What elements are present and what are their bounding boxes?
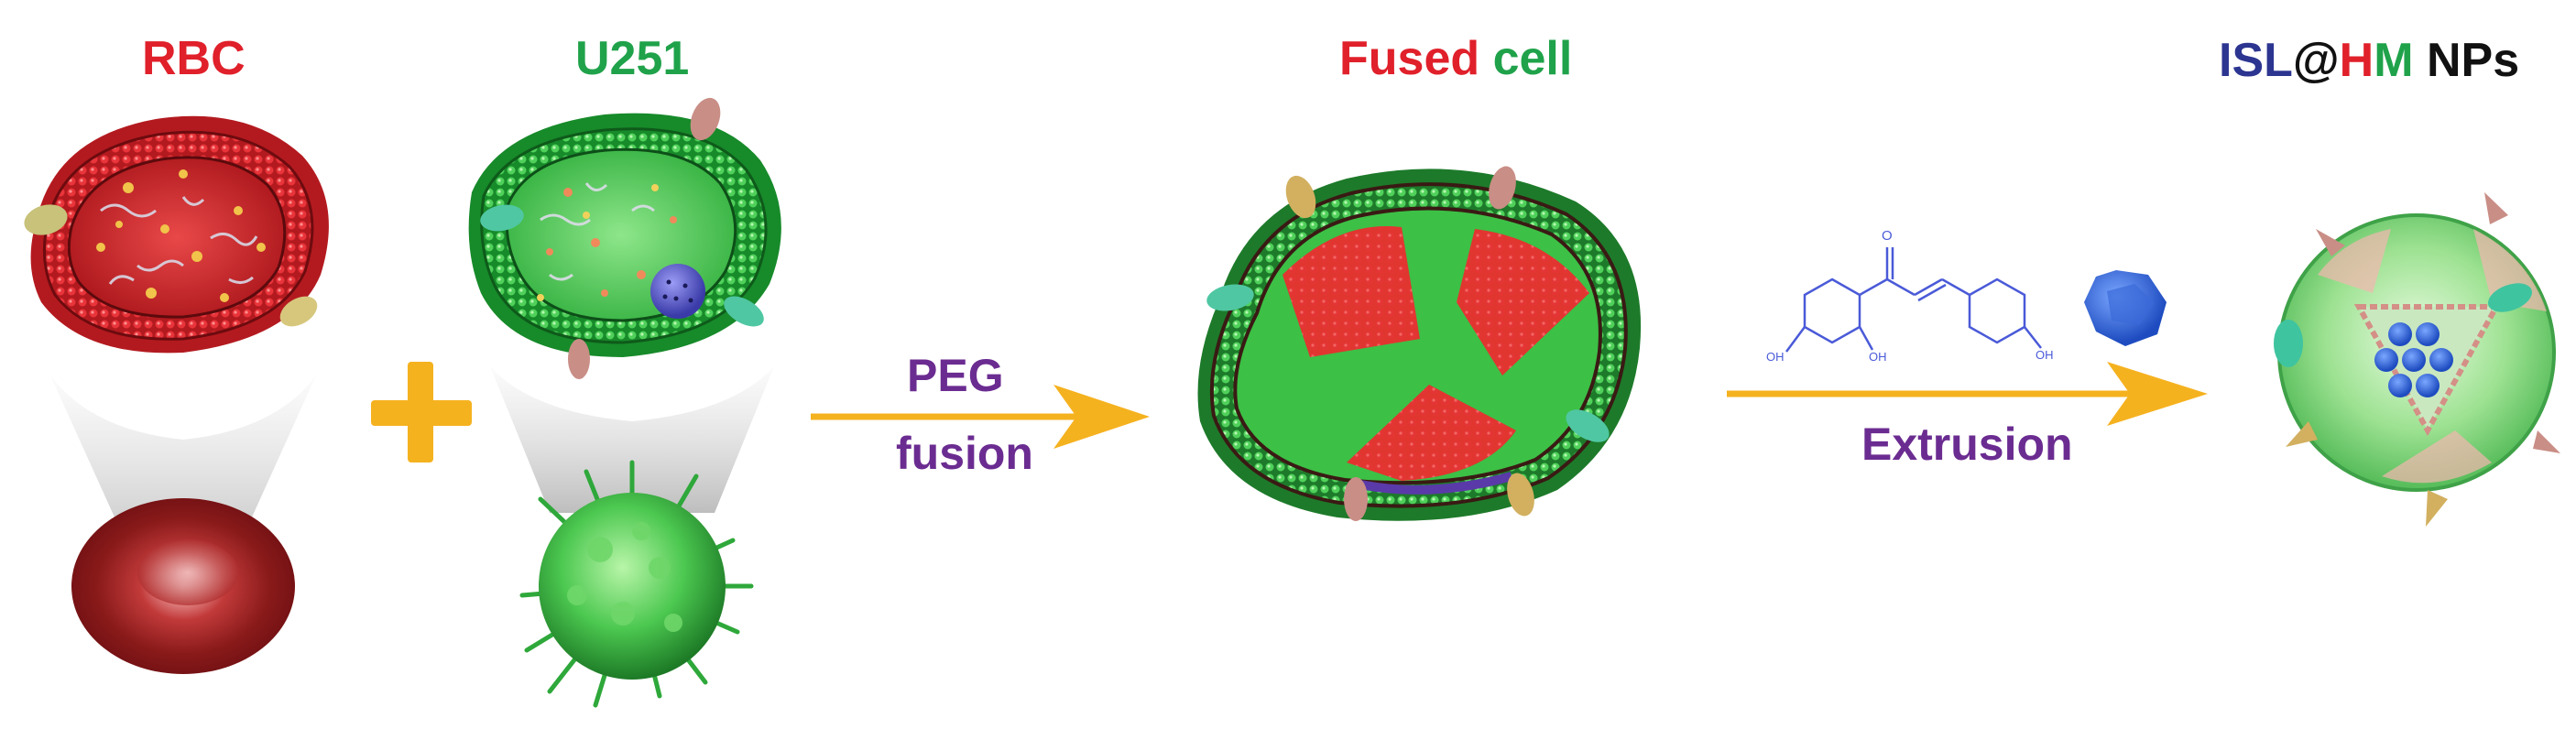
extrusion-arrow xyxy=(1727,362,2208,426)
u251-cancer-cell xyxy=(519,460,754,708)
molecule-oh-right: OH xyxy=(2036,348,2054,362)
rbc-membrane-section xyxy=(24,115,329,354)
nucleus xyxy=(650,264,705,319)
molecule-oh-middle: OH xyxy=(1869,350,1887,364)
rbc-disc xyxy=(71,498,295,674)
step-fusion: fusion xyxy=(896,428,1033,479)
step-peg: PEG xyxy=(907,350,1004,401)
label-m: M xyxy=(2374,34,2414,87)
label-nps: NPs xyxy=(2426,34,2520,87)
label-at: @ xyxy=(2292,34,2340,87)
step-extrusion: Extrusion xyxy=(1861,419,2073,470)
label-fused-word: Fused xyxy=(1339,32,1480,85)
u251-membrane-section xyxy=(468,97,781,379)
label-u251: U251 xyxy=(575,32,690,85)
u251-zoom-cone xyxy=(490,366,774,513)
molecule-o-label: O xyxy=(1882,228,1893,244)
label-fused-cell: Fused cell xyxy=(1339,35,1572,82)
label-isl: ISL xyxy=(2219,34,2293,87)
fused-cell xyxy=(1197,166,1642,521)
isl-molecule xyxy=(1785,247,2042,353)
label-isl-hm-nps: ISL@HM NPs xyxy=(2219,37,2519,84)
label-h: H xyxy=(2339,34,2374,87)
fusion-arrow xyxy=(811,385,1150,449)
label-rbc: RBC xyxy=(142,32,246,85)
molecule-oh-left: OH xyxy=(1766,350,1785,364)
plus-icon xyxy=(371,362,472,462)
isl-hm-nanoparticle xyxy=(2274,192,2560,527)
isl-nanocrystal xyxy=(2084,270,2167,346)
label-cell-word: cell xyxy=(1492,32,1573,85)
